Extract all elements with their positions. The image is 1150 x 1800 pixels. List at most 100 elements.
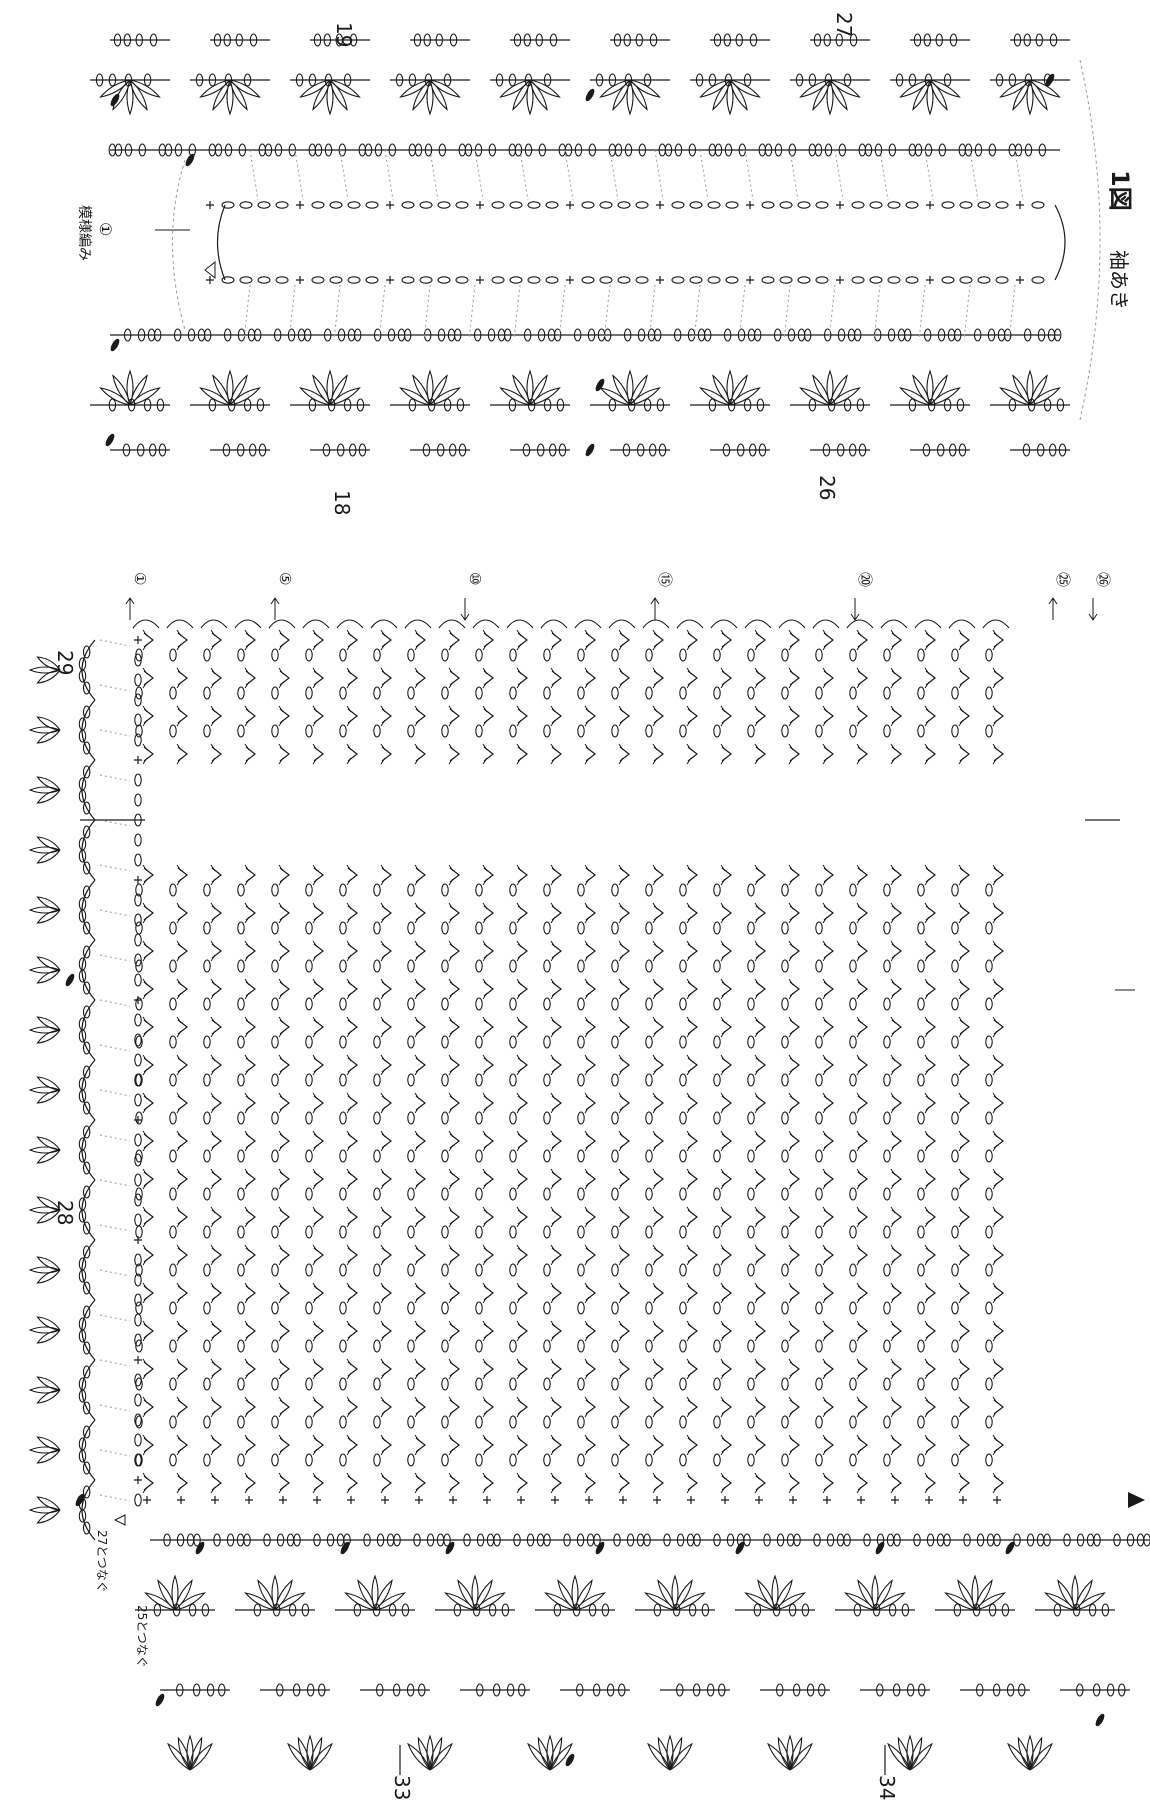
single-crochet [836,276,844,284]
double-crochet-bar [143,1283,147,1303]
double-crochet [382,1438,391,1452]
chain-stitch [408,1074,414,1086]
chain-stitch [578,998,584,1010]
single-crochet [656,201,664,209]
double-crochet-bar [585,630,589,650]
chain-stitch [238,1378,244,1390]
chain-stitch [374,1074,380,1086]
double-crochet-bar [551,941,555,961]
double-crochet [518,1134,527,1148]
chain-stitch [986,1188,992,1200]
top-motif-row-lower [90,329,1070,458]
row-marker: ⑩ [466,572,484,585]
double-crochet-bar [381,1473,385,1493]
double-crochet [518,1400,527,1414]
chain-stitch [170,884,176,896]
chain-stitch [204,1302,210,1314]
double-crochet-bar [721,941,725,961]
chain-stitch [612,1188,618,1200]
double-crochet-bar [755,979,759,999]
double-crochet [926,1362,935,1376]
chain-stitch [646,1036,652,1048]
double-crochet [858,747,867,761]
chain-stitch [135,1154,141,1166]
chain-stitch [272,1226,278,1238]
double-crochet-bar [551,1093,555,1113]
double-crochet [892,868,901,882]
double-crochet [722,1438,731,1452]
double-crochet [416,1248,425,1262]
double-crochet-bar [211,1017,215,1037]
dotted-link [745,150,753,200]
chain-stitch [850,1302,856,1314]
double-crochet [246,709,255,723]
double-crochet-bar [755,1131,759,1151]
chain-stitch [612,1416,618,1428]
chain-stitch [578,1112,584,1124]
chain-stitch [306,998,312,1010]
row-turn-arch [439,620,465,628]
chain-stitch [952,649,958,661]
row-turn-arch [745,620,771,628]
double-crochet-bar [857,1321,861,1341]
chain-stitch [850,649,856,661]
double-crochet [314,1210,323,1224]
double-crochet-bar [755,630,759,650]
double-crochet-bar [585,744,589,764]
chain-stitch [272,960,278,972]
dotted-link [514,285,520,340]
double-crochet-bar [211,1359,215,1379]
chain-stitch [408,1264,414,1276]
chain-stitch [272,1378,278,1390]
double-crochet [892,1210,901,1224]
chain-stitch [748,1378,754,1390]
double-crochet-bar [415,744,419,764]
chain-stitch [884,1150,890,1162]
chain-stitch [340,1226,346,1238]
dotted-link [964,285,970,340]
chain-stitch [714,649,720,661]
double-crochet-bar [619,630,623,650]
double-crochet [688,1096,697,1110]
double-crochet [144,1438,153,1452]
double-crochet [518,944,527,958]
row-turn-arch [167,620,193,628]
chain-stitch [578,1226,584,1238]
chain-stitch [816,277,828,283]
double-crochet [552,1400,561,1414]
double-crochet-bar [721,630,725,650]
double-crochet [620,1476,629,1490]
double-crochet [960,906,969,920]
double-crochet-bar [823,1169,827,1189]
single-crochet [206,276,214,284]
motif-number-26: 26 [815,475,839,500]
double-crochet [178,1134,187,1148]
double-crochet [212,906,221,920]
dotted-link [100,685,130,691]
double-crochet [382,1020,391,1034]
double-crochet-bar [483,1473,487,1493]
double-crochet-bar [449,1093,453,1113]
double-crochet [552,982,561,996]
dotted-link [919,285,925,340]
chain-stitch [816,1150,822,1162]
double-crochet [824,1286,833,1300]
double-crochet [518,1020,527,1034]
chain-stitch [374,1188,380,1200]
dotted-link [100,1360,130,1366]
double-crochet [246,982,255,996]
double-crochet-bar [143,1169,147,1189]
double-crochet [858,1248,867,1262]
double-crochet [586,868,595,882]
figure-number-label: 1図 [1106,170,1134,211]
double-crochet [518,1362,527,1376]
chain-stitch [978,277,990,283]
double-crochet [416,1172,425,1186]
single-crochet [347,1496,355,1504]
double-crochet-bar [993,668,997,688]
double-crochet-bar [653,1397,657,1417]
chain-stitch [348,202,360,208]
double-crochet [552,1438,561,1452]
double-crochet [620,671,629,685]
chain-stitch [884,1340,890,1352]
